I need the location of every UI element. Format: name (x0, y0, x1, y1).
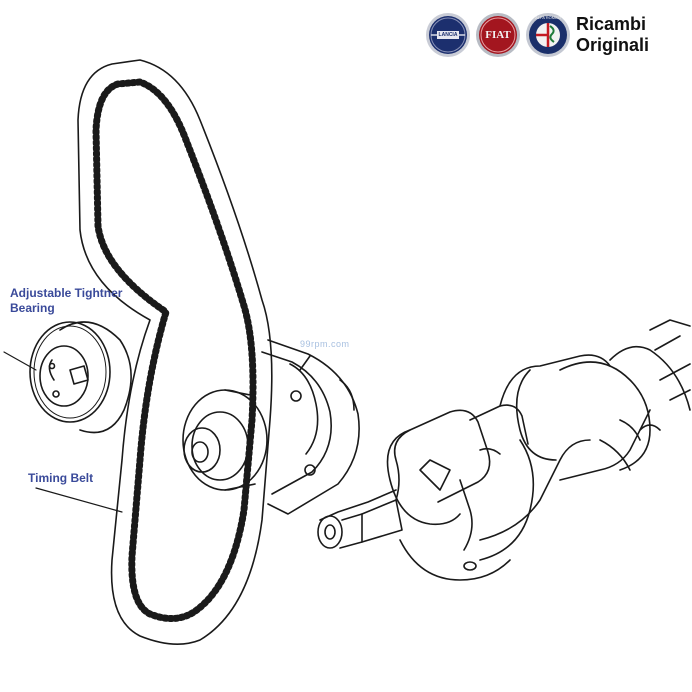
brand-text: Ricambi Originali (576, 14, 649, 56)
timing-belt-inner (95, 81, 254, 620)
watermark: 99rpm.com (300, 339, 350, 349)
timing-belt-teeth (92, 78, 257, 622)
tightener-label-line-2: Bearing (10, 301, 55, 315)
fiat-logo: FIAT (475, 12, 521, 58)
alfa-romeo-logo: ALFA ROMEO (525, 12, 571, 58)
tightener-label-line-1: Adjustable Tightner (10, 286, 123, 300)
fiat-logo-text: FIAT (485, 29, 511, 41)
brand-line-1: Ricambi (576, 14, 647, 34)
timing-belt-label-text: Timing Belt (28, 471, 94, 485)
alfa-romeo-logo-text: ALFA ROMEO (535, 15, 561, 20)
crankshaft (317, 319, 691, 581)
tightener-leader-line (3, 351, 37, 371)
tightener-bearing (29, 321, 132, 434)
tightener-label: Adjustable Tightner Bearing (10, 286, 122, 316)
lancia-logo-text: LANCIA (438, 32, 458, 38)
timing-belt-leader-line (35, 487, 123, 513)
front-cover (261, 339, 360, 515)
timing-belt-label: Timing Belt (28, 471, 93, 486)
brand-line-2: Originali (576, 35, 650, 55)
timing-belt-outer (77, 59, 273, 645)
lancia-logo: LANCIA (425, 12, 471, 58)
